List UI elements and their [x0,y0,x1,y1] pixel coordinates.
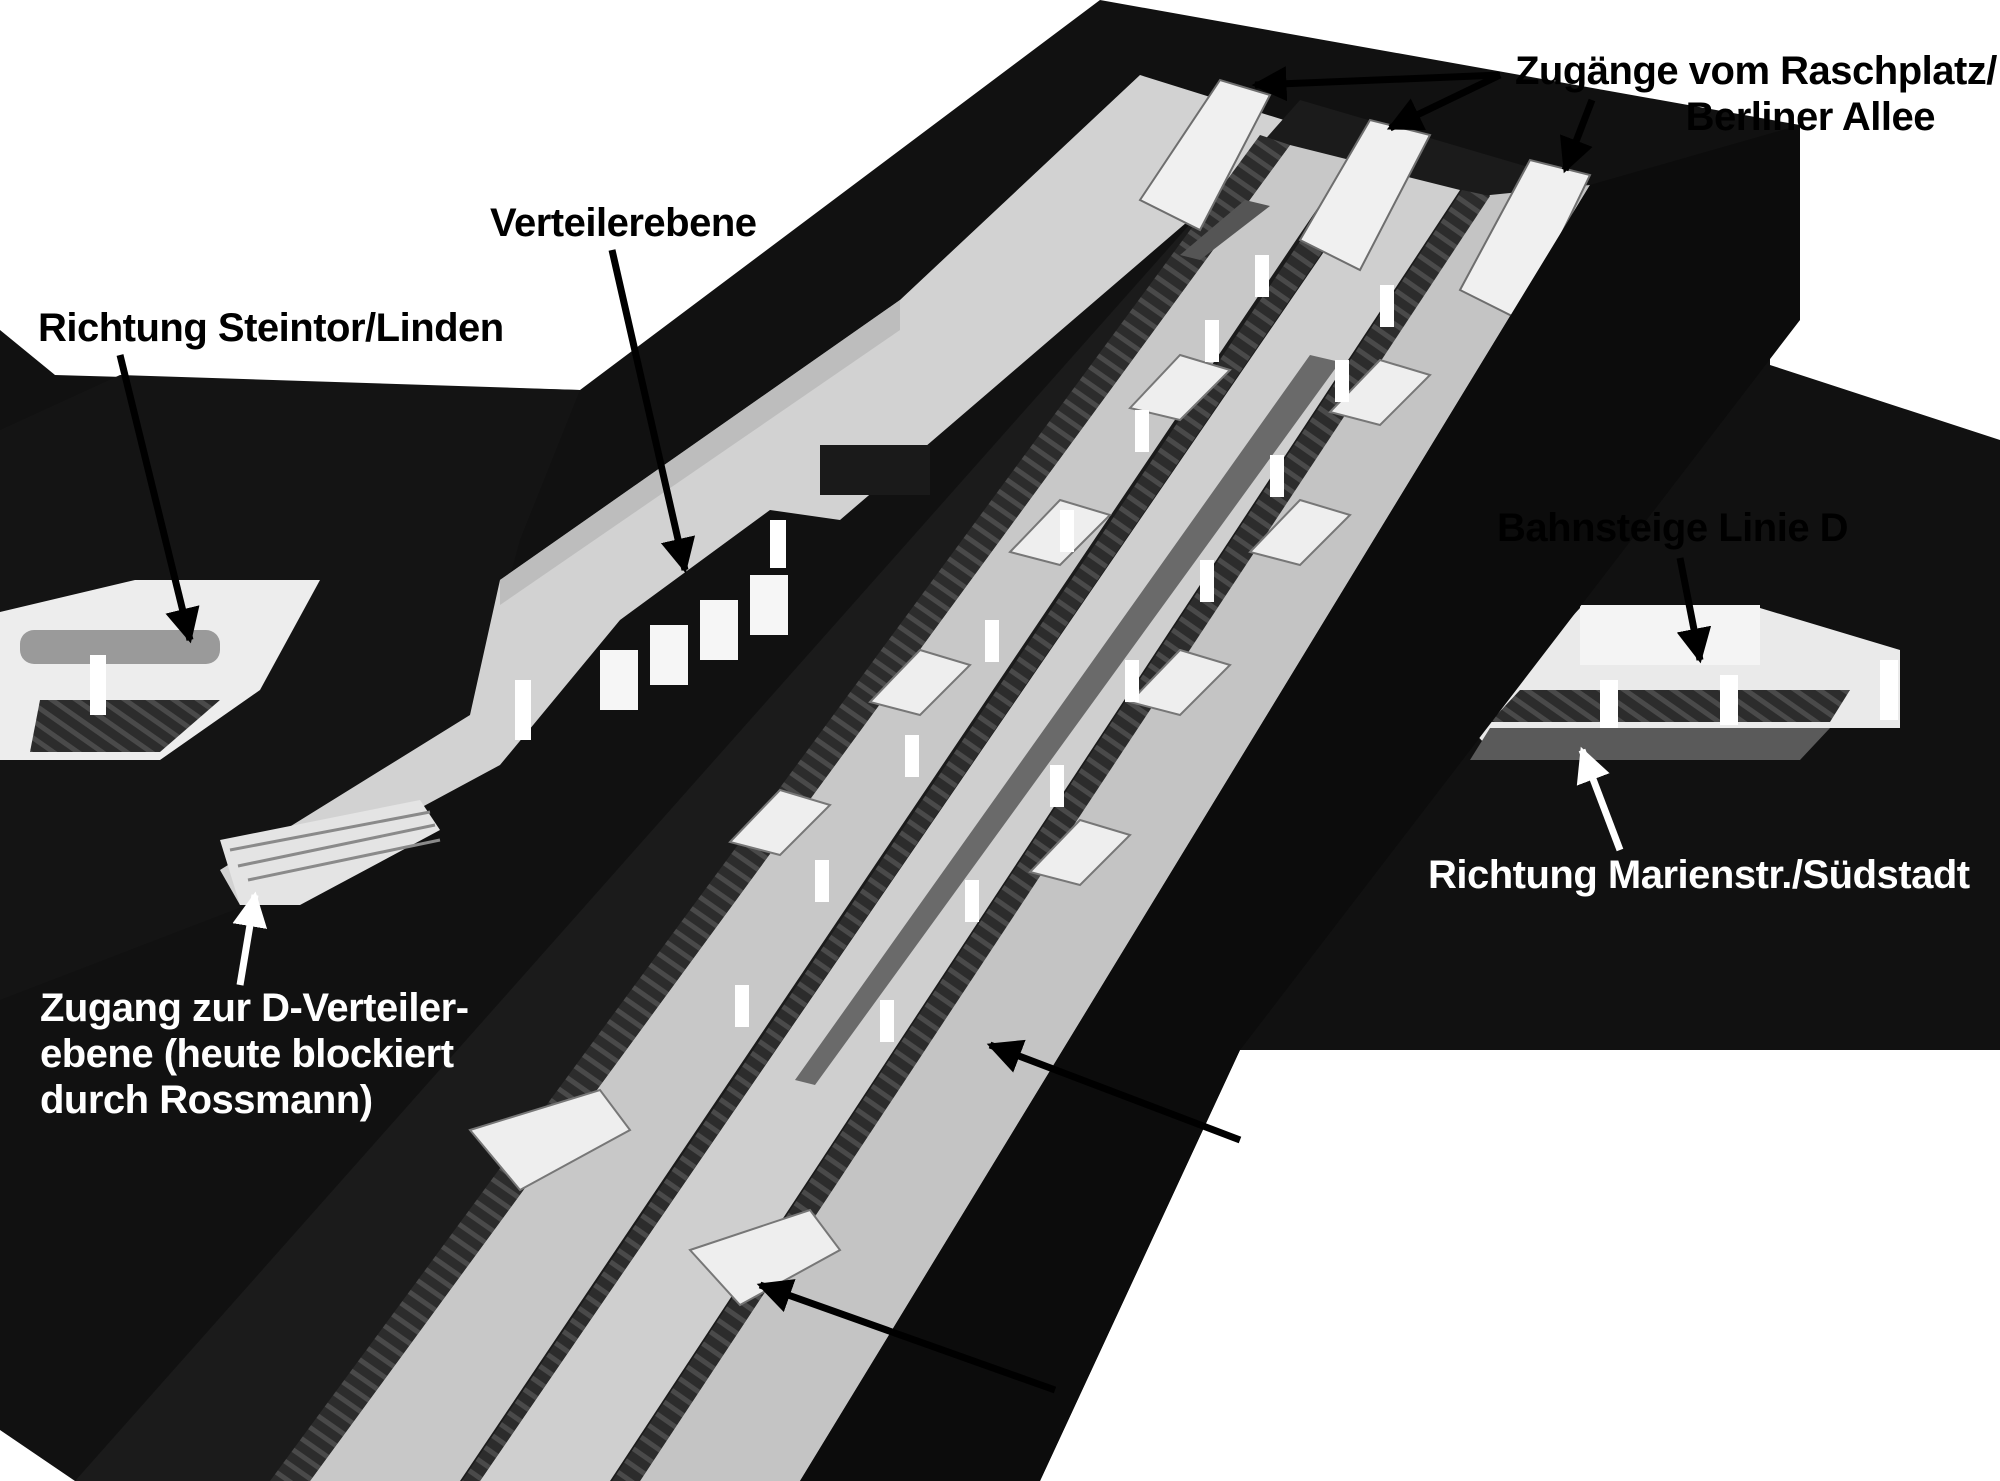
verteilerebene-back-wall [500,300,900,605]
slab-right-face [800,125,1800,1481]
label-zugang-d-line1: Zugang zur D-Verteiler- [40,986,469,1030]
label-zugang-d-line3: durch Rossmann) [40,1078,373,1122]
label-richtung-marienstr: Richtung Marienstr./Südstadt [1428,853,1970,897]
concourse-block-3 [700,600,738,660]
label-zugaenge-hauptbahnhof: Zugänge vom Hauptbahnhof [1078,1386,1609,1430]
steintor-tracks [30,700,220,752]
track-1 [462,160,1380,1481]
verteilerebene-floor [220,75,1300,905]
linie-d-pillar-3 [1880,660,1898,720]
concourse-pillar-1 [515,680,531,740]
concourse-block-1 [600,650,638,710]
label-verteilerebene: Verteilerebene [490,201,757,245]
label-bahnsteige-linie-d: Bahnsteige Linie D [1497,506,1849,550]
label-richtung-steintor: Richtung Steintor/Linden [38,306,504,350]
label-zugang-d-line2: ebene (heute blockiert [40,1032,454,1076]
arrow-linie-d [1676,557,1712,664]
train-left [1180,200,1270,260]
concourse-pillar-2 [770,520,786,568]
label-zugaenge-raschplatz-line2: Berliner Allee [1685,95,1936,139]
arrow-raschplatz-1 [1251,66,1501,102]
concourse-block-2 [650,625,688,685]
label-zugaenge-raschplatz-line1: Zugänge vom Raschplatz/ [1515,49,1997,93]
linie-d-tracks [1490,690,1850,722]
linie-d-pillar-2 [1720,675,1738,725]
label-zugang-d-verteiler: Zugang zur D-Verteiler- ebene (heute blo… [40,985,469,1123]
d-access-escalator-lines [229,810,441,882]
label-zugaenge-raschplatz: Zugänge vom Raschplatz/ Berliner Allee [1515,48,1997,140]
arrow-marienstr [1576,746,1624,852]
verteilerebene-shadow-block [820,445,930,495]
concourse-block-4 [750,575,788,635]
platform-pillars [735,255,1394,1042]
label-bahnsteige-a-b: Bahnsteige Linien A und B [1268,1124,1762,1168]
d-access-escalator [220,800,440,905]
steintor-pillar [90,655,106,715]
track-2 [612,190,1490,1481]
arrow-steintor [116,354,200,644]
train-ab [795,355,1340,1085]
arrow-bahnsteige-ab [986,1039,1242,1144]
arrow-verteilerebene [608,249,696,574]
arrow-hauptbahnhof [756,1279,1057,1394]
arrow-raschplatz-2 [1386,71,1502,132]
linie-d-upper-wall [1580,605,1760,665]
linie-d-pillar-1 [1600,680,1618,730]
arrow-raschplatz-3 [1560,98,1596,174]
model-ground-left-wing [0,375,580,1000]
linie-d-lower-floor [1470,728,1830,760]
arrow-zugang-d [232,891,268,986]
raschplatz-escalators [1138,78,1592,322]
